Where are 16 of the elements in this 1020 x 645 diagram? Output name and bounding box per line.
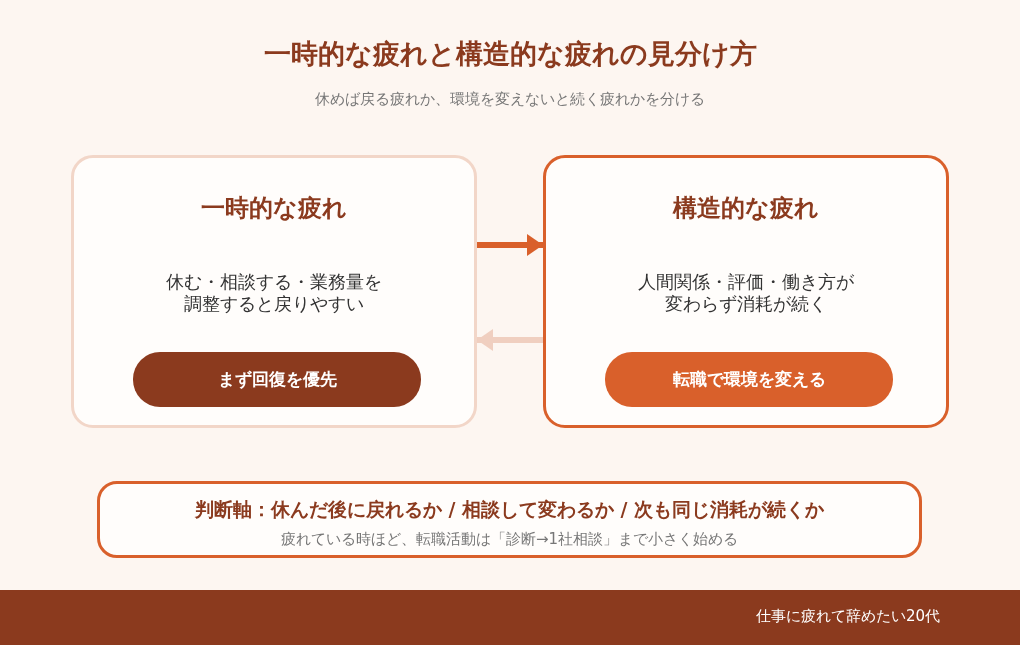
title: 一時的な疲れと構造的な疲れの見分け方 xyxy=(262,37,758,71)
note-text: 疲れている時ほど、転職活動は「診断→1社相談」まで小さく始める xyxy=(279,530,740,549)
criteria-text: 判断軸：休んだ後に戻れるか / 相談して変わるか / 次も同じ消耗が続くか xyxy=(193,497,826,522)
card-heading: 一時的な疲れ xyxy=(200,193,348,224)
action-button: 転職で環境を変える xyxy=(605,352,893,407)
card xyxy=(543,155,949,428)
arrow xyxy=(477,329,543,351)
card-text: 人間関係・評価・働き方が変わらず消耗が続く xyxy=(637,271,855,315)
action-button: まず回復を優先 xyxy=(133,352,421,407)
arrow xyxy=(477,234,543,256)
note-box xyxy=(97,481,922,558)
card xyxy=(71,155,477,428)
card-text: 休む・相談する・業務量を調整すると戻りやすい xyxy=(165,271,383,315)
footer-text: 仕事に疲れて辞めたい20代 xyxy=(755,607,940,626)
subtitle: 休めば戻る疲れか、環境を変えないと続く疲れかを分ける xyxy=(314,90,706,109)
card-heading: 構造的な疲れ xyxy=(671,193,820,224)
